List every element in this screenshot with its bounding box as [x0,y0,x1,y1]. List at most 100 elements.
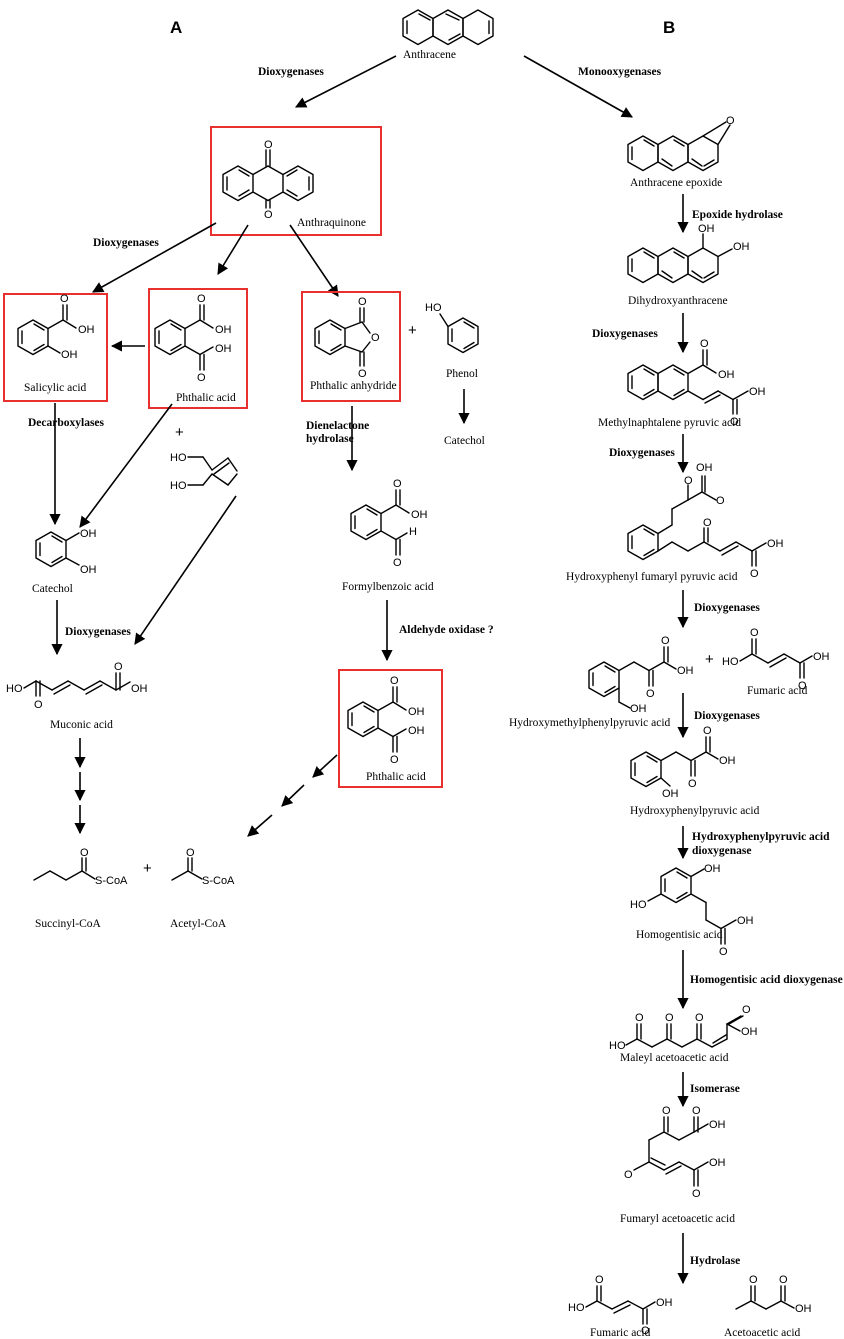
arrow-phthalic-step-1 [312,754,338,778]
succinyl-o: O [80,847,89,859]
phthalic-acid-2-structure [347,686,407,753]
methylnaphtalene-o-bottom: O [730,416,739,428]
acetoacetic-oh: OH [795,1303,812,1315]
phenol-ho: HO [425,302,442,314]
methylnaphtalene-o-top: O [700,338,709,350]
acetyl-coa-structure [171,857,203,881]
diol-ho-top: HO [170,452,187,464]
arrow-phthalic-step-2 [281,784,305,807]
catechol-a-structure [35,531,80,568]
anhydride-o-ring: O [371,332,380,344]
phenol-structure [439,313,479,354]
muconic-acid-structure [23,672,131,697]
methylnaphtalene-pyruvic-acid-structure [627,349,749,415]
succinyl-scoa: S-CoA [95,875,128,887]
phthalic-2-oh-bottom: OH [408,725,425,737]
fumaryl-acetoacetic-acid-label: Fumaryl acetoacetic acid [620,1213,735,1225]
fumaric-acid-1-structure [739,638,813,679]
phthalic-1-oh-top: OH [215,324,232,336]
phthalic-2-oh-top: OH [408,706,425,718]
maleyl-o-2: O [665,1012,674,1024]
hmpp-oh-acid: OH [677,665,694,677]
fumaric-2-o-top: O [595,1274,604,1286]
enzyme-epoxide-hydrolase: Epoxide hydrolase [692,209,783,221]
hpp-o-keto: O [688,778,697,790]
muconic-acid-label: Muconic acid [50,719,113,731]
arrow-phthalic-to-catechol [79,403,173,528]
fumaric-acid-2-structure [585,1285,656,1325]
hmpp-o-keto: O [646,688,655,700]
phthalic-1-o-bottom: O [197,372,206,384]
homogentisic-oh-top: OH [704,863,721,875]
enzyme-isomerase: Isomerase [690,1083,740,1095]
enzyme-hppd-line1: Hydroxyphenylpyruvic acid [692,831,830,843]
hpfp-o-acid1: O [716,495,725,507]
hpp-o-top: O [703,725,712,737]
arrow-anthracene-to-epoxide [523,55,633,118]
hmpp-o-top: O [661,635,670,647]
muconic-oh: OH [131,683,148,695]
homogentisic-ho: HO [630,899,647,911]
hpfp-oh-top: OH [696,462,713,474]
dihydroxyanthracene-label: Dihydroxyanthracene [628,295,728,307]
phthalic-acid-1-label: Phthalic acid [176,392,236,404]
formyl-h: H [409,526,417,538]
fumaric-acid-2-label: Fumaric acid [590,1327,651,1339]
hydroxyphenyl-fumaryl-pyruvic-acid-structure [627,475,767,567]
plus-succinyl-acetyl: + [143,860,152,877]
hmpp-oh-methyl: OH [630,703,647,715]
anthracene-label: Anthracene [403,49,456,61]
hpfp-o-bottom: O [750,568,759,580]
fumaric-2-o-bottom: O [641,1325,650,1337]
acetoacetic-acid-structure [735,1285,795,1310]
fumaryl-oh-right: OH [709,1157,726,1169]
enzyme-decarboxylases: Decarboxylases [28,417,105,429]
arrow-diol-to-muconic [134,495,237,645]
fumaryl-o-left: O [624,1169,633,1181]
anthracene-structure [402,9,494,46]
diol-ho-bottom: HO [170,480,187,492]
fumaryl-acetoacetic-acid-structure [633,1116,709,1187]
phthalic-acid-1-highlight-box [148,288,248,409]
catechol-oh-top: OH [80,528,97,540]
homogentisic-acid-structure [647,867,737,945]
epoxide-o: O [726,115,735,127]
maleyl-ho: HO [609,1040,626,1052]
maleyl-o-1: O [635,1012,644,1024]
arrow-aq-to-anhydride [289,224,339,297]
hpfp-o-keto1: O [684,475,693,487]
anthraquinone-o-top: O [264,139,273,151]
phthalic-acid-2-highlight-box [338,669,443,788]
arrow-anthracene-to-anthraquinone [295,55,397,108]
arrow-aq-to-salicylic [92,222,217,293]
enzyme-dioxygenases-b4: Dioxygenases [694,710,760,722]
acetyl-o: O [186,847,195,859]
anthraquinone-structure [222,149,314,209]
phthalic-1-o-top: O [197,293,206,305]
fumaric-1-ho: HO [722,656,739,668]
hpfp-oh-right: OH [767,538,784,550]
enzyme-hppd-line2: dioxygenase [692,845,751,857]
hydroxyphenyl-fumaryl-pyruvic-acid-label: Hydroxyphenyl fumaryl pyruvic acid [566,571,738,583]
methylnaphtalene-oh-top: OH [718,369,735,381]
enzyme-hydrolase: Hydrolase [690,1255,740,1267]
fumaryl-oh-top: OH [709,1119,726,1131]
salicylic-acid-structure [17,304,77,356]
acetoacetic-o-1: O [749,1274,758,1286]
anhydride-o-top: O [358,296,367,308]
fumaric-1-o-top: O [750,627,759,639]
catechol-oh-bottom: OH [80,564,97,576]
hpp-oh-phenol: OH [662,788,679,800]
maleyl-oh: OH [741,1026,758,1038]
fumaric-1-o-bottom: O [798,680,807,692]
panel-b-label: B [663,18,675,37]
salicylic-oh-phenol: OH [61,349,78,361]
enzyme-dienelactone-line1: Dienelactone [306,420,369,432]
formyl-o-bottom: O [393,557,402,569]
muconic-o-left: O [34,699,43,711]
anhydride-o-bottom: O [358,368,367,380]
dihydroxy-oh-top: OH [698,223,715,235]
phthalic-2-o-bottom: O [390,754,399,766]
succinyl-coa-label: Succinyl-CoA [35,918,101,930]
homogentisic-acid-label: Homogentisic acid [636,929,723,941]
